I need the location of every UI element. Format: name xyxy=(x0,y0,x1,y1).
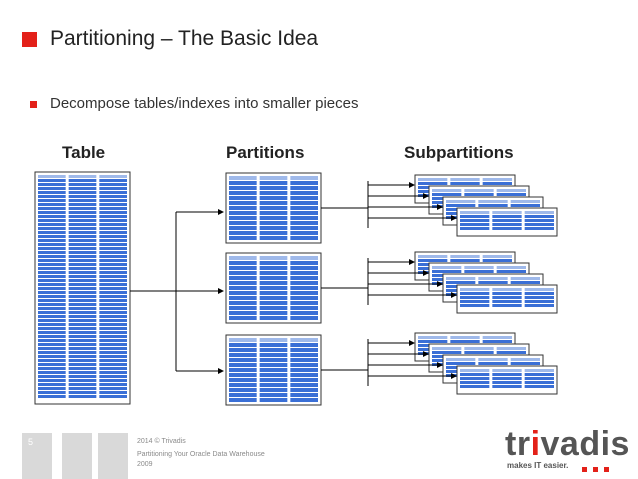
title-marker xyxy=(22,32,37,47)
footer-decor-box-2 xyxy=(98,433,128,479)
page-number: 5 xyxy=(28,437,34,447)
label-table: Table xyxy=(62,143,105,162)
trivadis-logo: trivadis xyxy=(505,425,630,463)
logo-tagline: makes IT easier. xyxy=(507,461,569,470)
logo-dots xyxy=(582,459,615,477)
label-subpartitions: Subpartitions xyxy=(404,143,514,162)
footer-page-box xyxy=(22,433,52,479)
footer-presentation-title: Partitioning Your Oracle Data Warehouse xyxy=(137,451,265,458)
slide-title: Partitioning – The Basic Idea xyxy=(50,27,319,50)
bullet-text: Decompose tables/indexes into smaller pi… xyxy=(50,95,359,112)
footer-decor-box-1 xyxy=(62,433,92,479)
bullet-marker xyxy=(30,101,37,108)
footer-year: 2009 xyxy=(137,461,153,468)
footer-copyright: 2014 © Trivadis xyxy=(137,438,186,445)
label-partitions: Partitions xyxy=(226,143,304,162)
